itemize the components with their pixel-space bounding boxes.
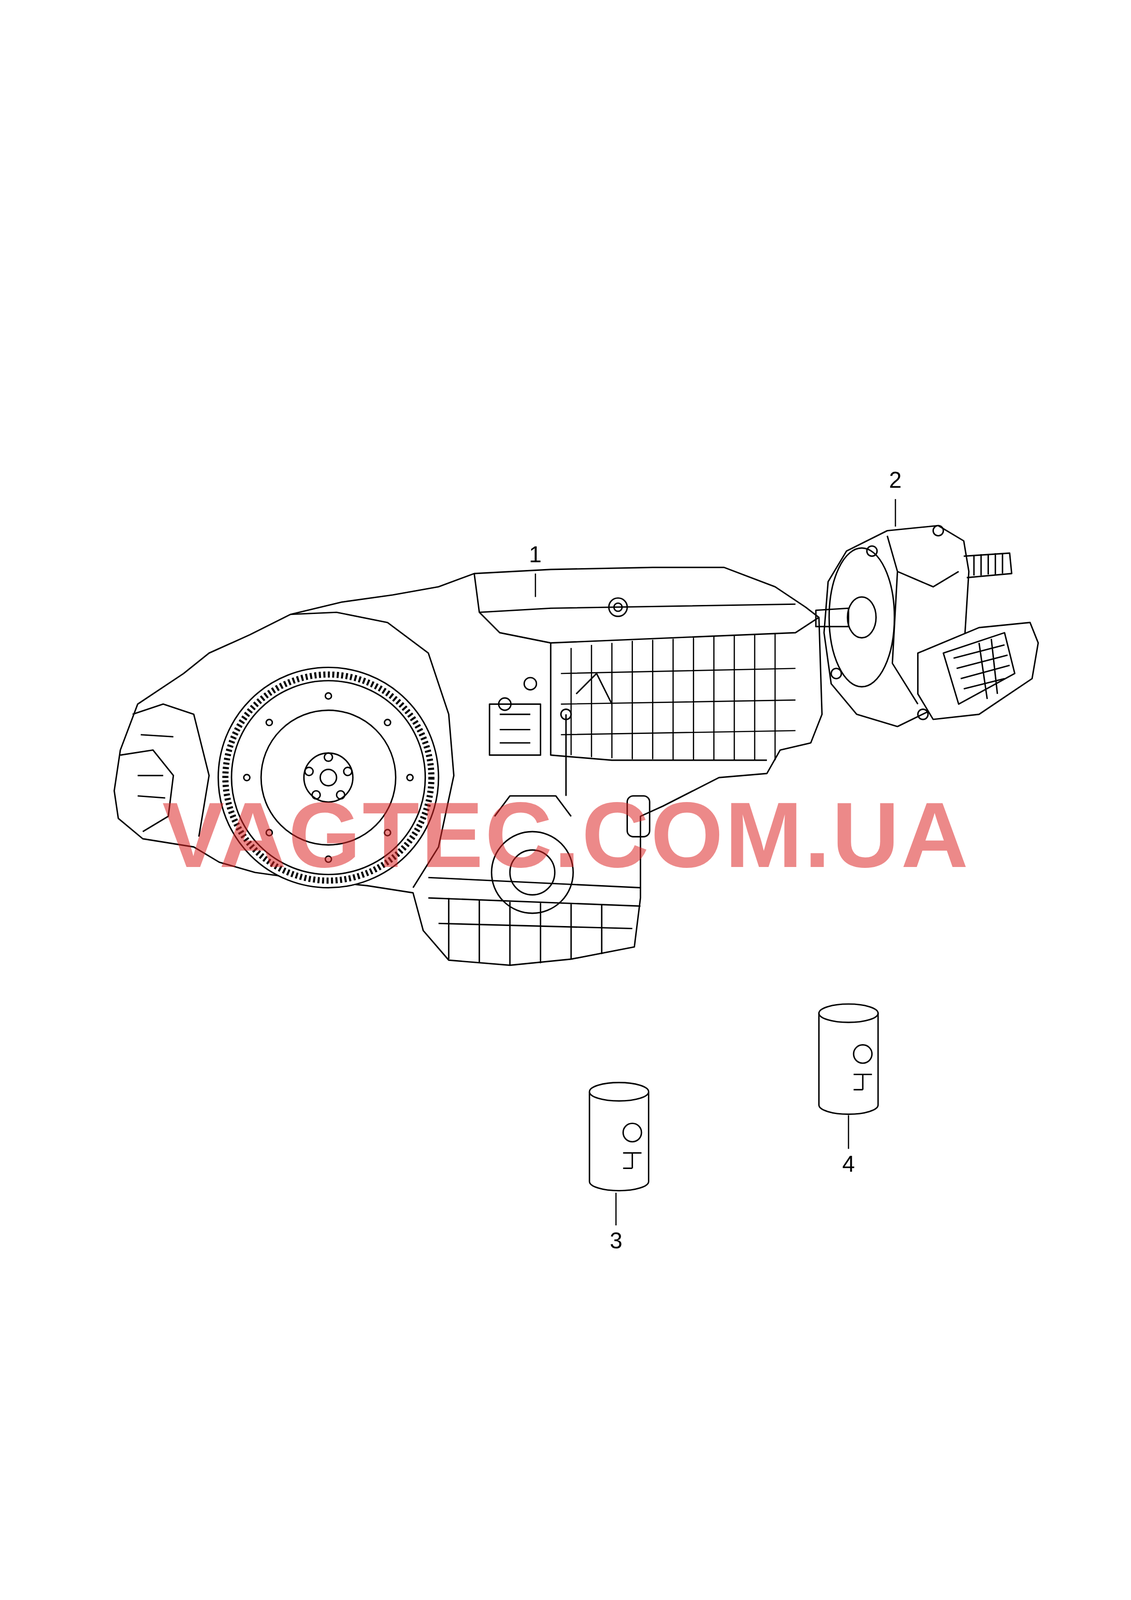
callout-number: 3 xyxy=(609,1229,623,1252)
oil-can xyxy=(589,1082,649,1191)
transfer-case xyxy=(815,525,1039,727)
callout-number: 4 xyxy=(842,1152,855,1176)
watermark: VAGTEC.COM.UA xyxy=(162,787,970,881)
case-ribs xyxy=(560,633,796,761)
oil-can xyxy=(819,1003,879,1115)
callout-number: 1 xyxy=(528,543,542,566)
transmission xyxy=(114,567,823,965)
callout-number: 2 xyxy=(888,468,902,492)
